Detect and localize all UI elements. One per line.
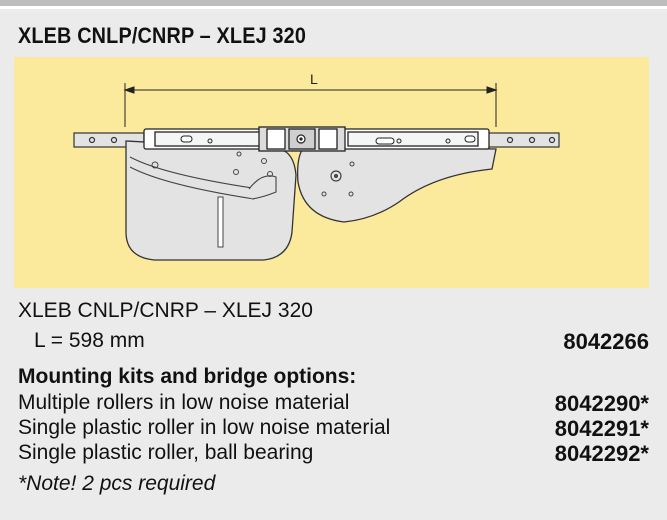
panel-title: XLEB CNLP/CNRP – XLEJ 320 (18, 23, 307, 48)
dimension-line (123, 83, 498, 127)
product-length: L = 598 mm (34, 329, 145, 352)
kit-row: Single plastic roller, ball bearing 8042… (18, 441, 649, 466)
kits-heading: Mounting kits and bridge options: (18, 365, 357, 388)
slot-holes (180, 135, 476, 145)
right-housing (296, 146, 497, 223)
kit-row: Single plastic roller in low noise mater… (18, 416, 649, 441)
product-panel: XLEB CNLP/CNRP – XLEJ 320 L (0, 9, 667, 520)
dimension-label: L (310, 71, 318, 87)
mechanism-drawing: L (73, 71, 560, 261)
product-code: 8042266 (563, 329, 649, 354)
kit-code: 8042291* (554, 416, 649, 441)
carriage-beam (143, 126, 490, 152)
kit-label: Single plastic roller, ball bearing (18, 441, 314, 464)
product-name: XLEB CNLP/CNRP – XLEJ 320 (18, 299, 313, 322)
left-housing (125, 140, 297, 261)
kit-code: 8042290* (554, 391, 649, 416)
technical-drawing: L (14, 57, 649, 288)
kit-code: 8042292* (554, 441, 649, 466)
kit-label: Single plastic roller in low noise mater… (18, 416, 391, 439)
kit-row: Multiple rollers in low noise material 8… (18, 391, 649, 416)
right-rail (487, 132, 560, 148)
top-rule (0, 0, 667, 6)
footnote: *Note! 2 pcs required (18, 472, 216, 495)
kit-label: Multiple rollers in low noise material (18, 391, 350, 414)
